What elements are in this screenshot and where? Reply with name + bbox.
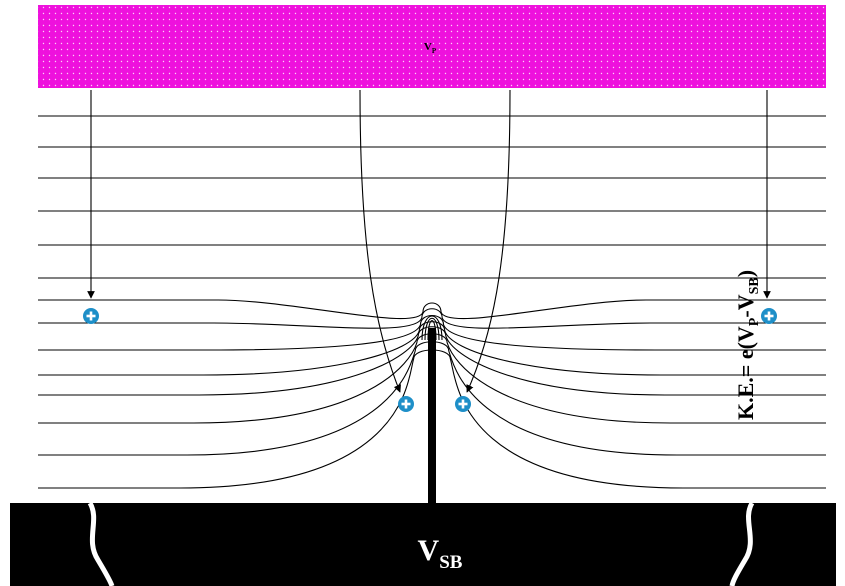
- equipotential-tip-contour: [421, 315, 443, 341]
- equipotential-line: [38, 321, 826, 376]
- equipotential-line: [38, 308, 826, 329]
- positive-ion-icon: [83, 308, 99, 324]
- substrate-right-edge: [729, 501, 755, 586]
- trajectory-center-left: [359, 89, 401, 393]
- plate-label: VP: [424, 41, 437, 55]
- ke-sub-sb: SB: [747, 277, 762, 294]
- probe-tip: [428, 328, 436, 503]
- plate-electrode: VP: [38, 5, 826, 88]
- ke-prefix: K.E.= e(V: [733, 326, 758, 420]
- plate-label-main: V: [424, 41, 432, 53]
- equipotential-tip-contour: [424, 317, 440, 341]
- substrate-label: VSB: [418, 534, 463, 573]
- ke-sub-p: P: [747, 317, 762, 326]
- equipotential-line: [38, 299, 826, 320]
- substrate-rect: [10, 503, 836, 586]
- ions: [83, 308, 777, 412]
- plate-label-sub: P: [432, 47, 437, 55]
- equipotential-line: [38, 326, 826, 396]
- positive-ion-icon: [398, 396, 414, 412]
- ke-middle: -V: [733, 294, 758, 317]
- trajectory-center-right: [466, 89, 511, 393]
- substrate-left-edge: [87, 501, 115, 586]
- positive-ion-icon: [455, 396, 471, 412]
- plate-dot-texture: [38, 5, 826, 88]
- positive-ion-icon: [761, 308, 777, 324]
- ion-trajectories: [87, 89, 771, 393]
- equipotential-lines: [38, 115, 826, 489]
- kinetic-energy-label: K.E.= e(VP-VSB): [733, 270, 762, 420]
- substrate-electrode: VSB: [10, 501, 836, 586]
- ke-suffix: ): [733, 270, 758, 277]
- substrate-label-sub: SB: [439, 552, 463, 573]
- substrate-label-main: V: [418, 534, 440, 567]
